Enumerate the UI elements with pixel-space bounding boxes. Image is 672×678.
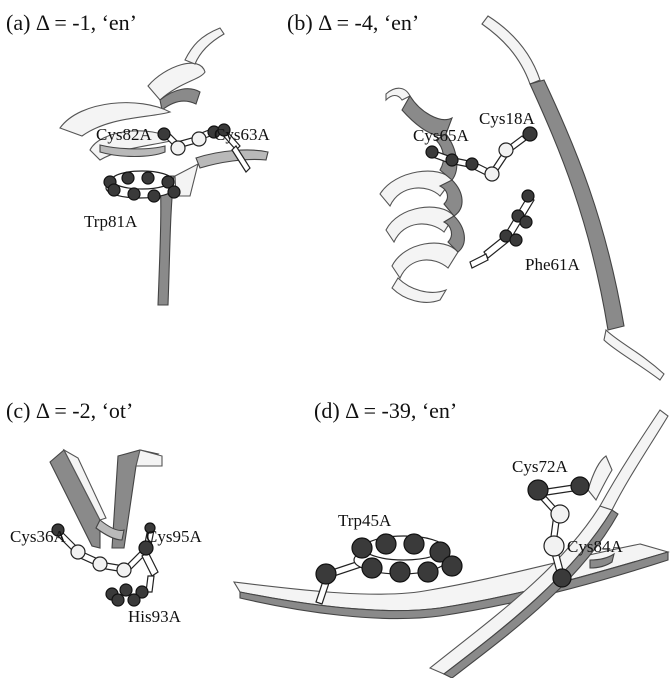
- panel-c-residue-label: Cys95A: [146, 527, 202, 546]
- panel-d-residue-label: Cys72A: [512, 457, 568, 476]
- panel-d-residue-label: Cys84A: [567, 537, 623, 556]
- panel-c-title: (c) Δ = -2, ‘ot’: [6, 398, 133, 423]
- panel-b-residue-label: Cys18A: [479, 109, 535, 128]
- panel-b-residue-label: Cys65A: [413, 126, 469, 145]
- panel-a-residue-label: Cys82A: [96, 125, 152, 144]
- panel-a: (a) Δ = -1, ‘en’: [6, 10, 270, 305]
- panel-d-residue-label: Trp45A: [338, 511, 392, 530]
- panel-d-title: (d) Δ = -39, ‘en’: [314, 398, 457, 423]
- panel-a-residue-label: Trp81A: [84, 212, 138, 231]
- panel-b: (b) Δ = -4, ‘en’: [287, 10, 664, 380]
- panel-a-protein-ribbon: [60, 28, 268, 305]
- panel-a-residue-label: Cys63A: [214, 125, 270, 144]
- panel-d: (d) Δ = -39, ‘en’: [234, 398, 668, 678]
- panel-c: (c) Δ = -2, ‘ot’: [6, 398, 202, 626]
- panel-c-residue-label: Cys36A: [10, 527, 66, 546]
- panel-b-residue-label: Phe61A: [525, 255, 581, 274]
- panel-b-title: (b) Δ = -4, ‘en’: [287, 10, 419, 35]
- panel-a-title: (a) Δ = -1, ‘en’: [6, 10, 137, 35]
- panel-c-residue-label: His93A: [128, 607, 182, 626]
- panel-c-his-ring: [106, 576, 154, 606]
